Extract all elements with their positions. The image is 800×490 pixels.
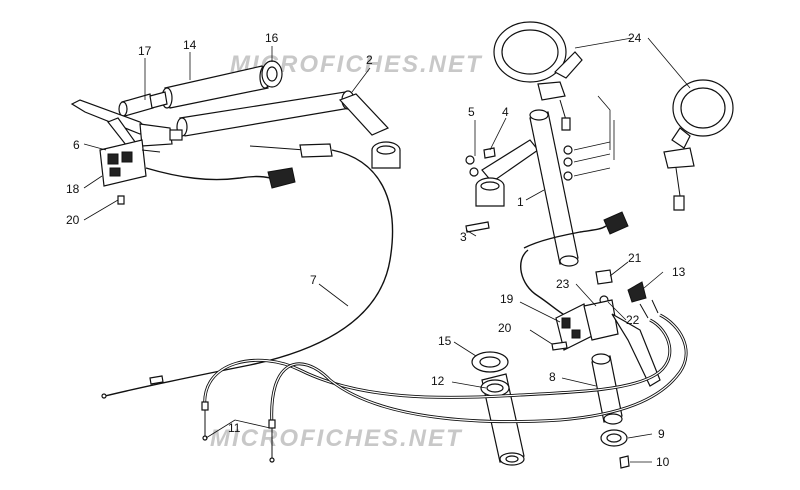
label-14: 14 bbox=[183, 38, 197, 52]
label-1: 1 bbox=[517, 195, 524, 209]
part-21 bbox=[595, 269, 613, 285]
part-13 bbox=[627, 281, 647, 303]
right-wire-upper bbox=[523, 225, 607, 249]
label-23: 23 bbox=[556, 277, 570, 291]
right-control-assembly bbox=[551, 299, 661, 387]
watermark-bottom: MICROFICHES.NET bbox=[210, 425, 463, 452]
label-21: 21 bbox=[628, 251, 642, 265]
right-connector bbox=[603, 211, 629, 235]
label-4: 4 bbox=[502, 105, 509, 119]
ring-15 bbox=[471, 351, 509, 373]
label-8: 8 bbox=[549, 370, 556, 384]
right-switch-wire bbox=[520, 249, 567, 317]
label-9: 9 bbox=[658, 427, 665, 441]
label-20-right: 20 bbox=[498, 321, 512, 335]
label-10: 10 bbox=[656, 455, 670, 469]
label-19: 19 bbox=[500, 292, 514, 306]
label-2: 2 bbox=[366, 53, 373, 67]
label-6: 6 bbox=[73, 138, 80, 152]
label-13: 13 bbox=[672, 265, 686, 279]
left-handlebar bbox=[176, 90, 401, 169]
mirror-right-24 bbox=[663, 79, 734, 211]
label-11: 11 bbox=[228, 421, 241, 435]
label-18: 18 bbox=[66, 182, 80, 196]
label-24: 24 bbox=[628, 31, 642, 45]
label-5: 5 bbox=[468, 105, 475, 119]
right-handlebar bbox=[465, 109, 579, 267]
label-15: 15 bbox=[438, 334, 452, 348]
mirror-hardware bbox=[563, 95, 615, 181]
grip-12 bbox=[480, 373, 525, 466]
mirror-left-24 bbox=[493, 21, 583, 131]
label-12: 12 bbox=[431, 374, 445, 388]
throttle-cables-11 bbox=[201, 299, 688, 463]
left-connector bbox=[267, 167, 296, 189]
ring-16 bbox=[261, 60, 283, 88]
label-16: 16 bbox=[265, 31, 279, 45]
label-3: 3 bbox=[460, 230, 467, 244]
label-20-left: 20 bbox=[66, 213, 80, 227]
label-17: 17 bbox=[138, 44, 152, 58]
label-22: 22 bbox=[626, 313, 640, 327]
part-labels: 17 14 16 2 6 18 20 7 5 4 3 1 24 21 13 23… bbox=[66, 31, 686, 469]
leader-lines bbox=[83, 37, 691, 463]
screw-10 bbox=[619, 455, 630, 469]
cable-7 bbox=[101, 143, 394, 399]
label-7: 7 bbox=[310, 273, 317, 287]
left-switch-wire bbox=[145, 167, 271, 181]
left-lever-assembly bbox=[70, 99, 183, 205]
